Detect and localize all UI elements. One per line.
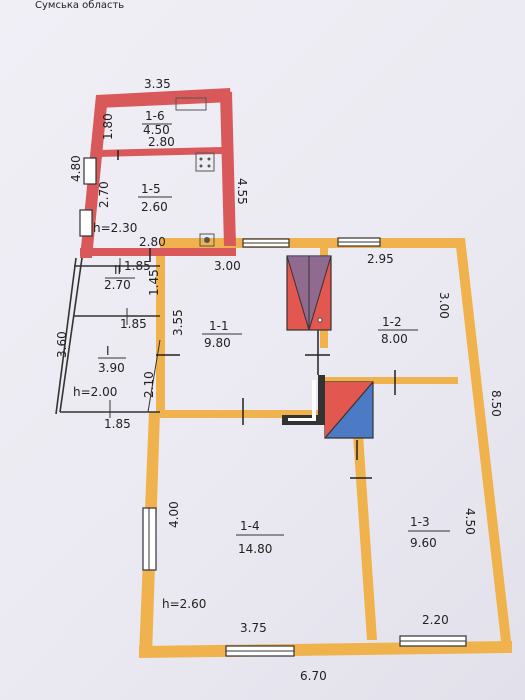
dim-3-00-right: 3.00	[437, 292, 451, 319]
annex-wall-top	[96, 88, 232, 108]
room-1-2-id: 1-2	[382, 315, 402, 329]
chimney-flue	[282, 375, 325, 425]
dim-3-55: 3.55	[171, 309, 185, 336]
dim-2-80-top: 2.80	[148, 135, 175, 149]
room-I-id: I	[106, 344, 110, 358]
dim-8-50: 8.50	[489, 390, 503, 417]
dim-1-45: 1.45	[147, 269, 161, 296]
room-1-6-area: 4.50	[143, 123, 170, 137]
dim-2-20: 2.20	[422, 613, 449, 627]
dim-3-75: 3.75	[240, 621, 267, 635]
wall-mid-left	[160, 410, 318, 418]
dim-4-50: 4.50	[463, 508, 477, 535]
door-marks	[117, 150, 396, 479]
annex-wall-bottom	[80, 248, 236, 256]
room-1-5-area: 2.60	[141, 200, 168, 214]
room-1-6: 1-6 4.50	[142, 109, 172, 137]
room-1-5: 1-5 2.60	[138, 182, 172, 214]
window-annex-2	[79, 209, 93, 237]
room-II-id: II	[114, 263, 121, 277]
dim-2-70: 2.70	[97, 181, 111, 208]
room-I: I 3.90	[98, 344, 126, 375]
room-1-1-area: 9.80	[204, 336, 231, 350]
dim-2-80-bottom: 2.80	[139, 235, 166, 249]
wall-right	[455, 238, 512, 650]
room-1-2-area: 8.00	[381, 332, 408, 346]
wall-top	[160, 238, 457, 248]
annex-wall-right	[220, 92, 236, 246]
room-II-area: 2.70	[104, 278, 131, 292]
room-1-1: 1-1 9.80	[202, 319, 242, 350]
room-1-4: 1-4 14.80	[236, 519, 284, 556]
room-1-2: 1-2 8.00	[378, 315, 418, 346]
dim-1-85-b: 1.85	[120, 317, 147, 331]
stove-icon	[195, 152, 215, 172]
dim-6-70: 6.70	[300, 669, 327, 683]
room-1-6-id: 1-6	[145, 109, 165, 123]
dim-h-2-00: h=2.00	[73, 385, 117, 399]
dim-2-10: 2.10	[142, 371, 156, 398]
room-1-3-id: 1-3	[410, 515, 430, 529]
region-header: Сумська область	[35, 0, 124, 11]
window-annex-1	[83, 157, 97, 185]
dim-h-2-30: h=2.30	[93, 221, 137, 235]
stove-upper	[286, 255, 332, 331]
veranda-outline	[55, 257, 161, 418]
room-1-1-id: 1-1	[209, 319, 229, 333]
dim-1-80: 1.80	[101, 113, 115, 140]
dim-3-00-top: 3.00	[214, 259, 241, 273]
room-1-5-id: 1-5	[141, 182, 161, 196]
boiler-icon	[199, 233, 215, 247]
dim-4-00: 4.00	[167, 501, 181, 528]
dim-3-60: 3.60	[55, 331, 69, 358]
annex-wall-mid	[98, 147, 222, 157]
dim-1-85-a: 1.85	[124, 259, 151, 273]
wall-vert-lower	[352, 420, 377, 640]
dim-1-85-c: 1.85	[104, 417, 131, 431]
room-1-4-id: 1-4	[240, 519, 260, 533]
dim-2-95: 2.95	[367, 252, 394, 266]
wall-left-upper	[156, 250, 165, 416]
room-1-4-area: 14.80	[238, 542, 272, 556]
windows	[79, 157, 467, 657]
room-II: II 2.70	[104, 263, 135, 292]
stove-lower	[324, 381, 374, 439]
room-1-3-area: 9.60	[410, 536, 437, 550]
room-1-3: 1-3 9.60	[408, 515, 450, 550]
dim-4-80: 4.80	[69, 155, 83, 182]
wall-mid-right	[318, 377, 458, 384]
dim-3-35: 3.35	[144, 77, 171, 91]
dim-4-55: 4.55	[235, 178, 249, 205]
sink-icon	[175, 97, 207, 111]
room-I-area: 3.90	[98, 361, 125, 375]
dimension-labels: 3.35 1.80 2.80 4.80 4.55 2.70 2.80 h=2.3…	[55, 77, 503, 683]
dim-h-2-60: h=2.60	[162, 597, 206, 611]
